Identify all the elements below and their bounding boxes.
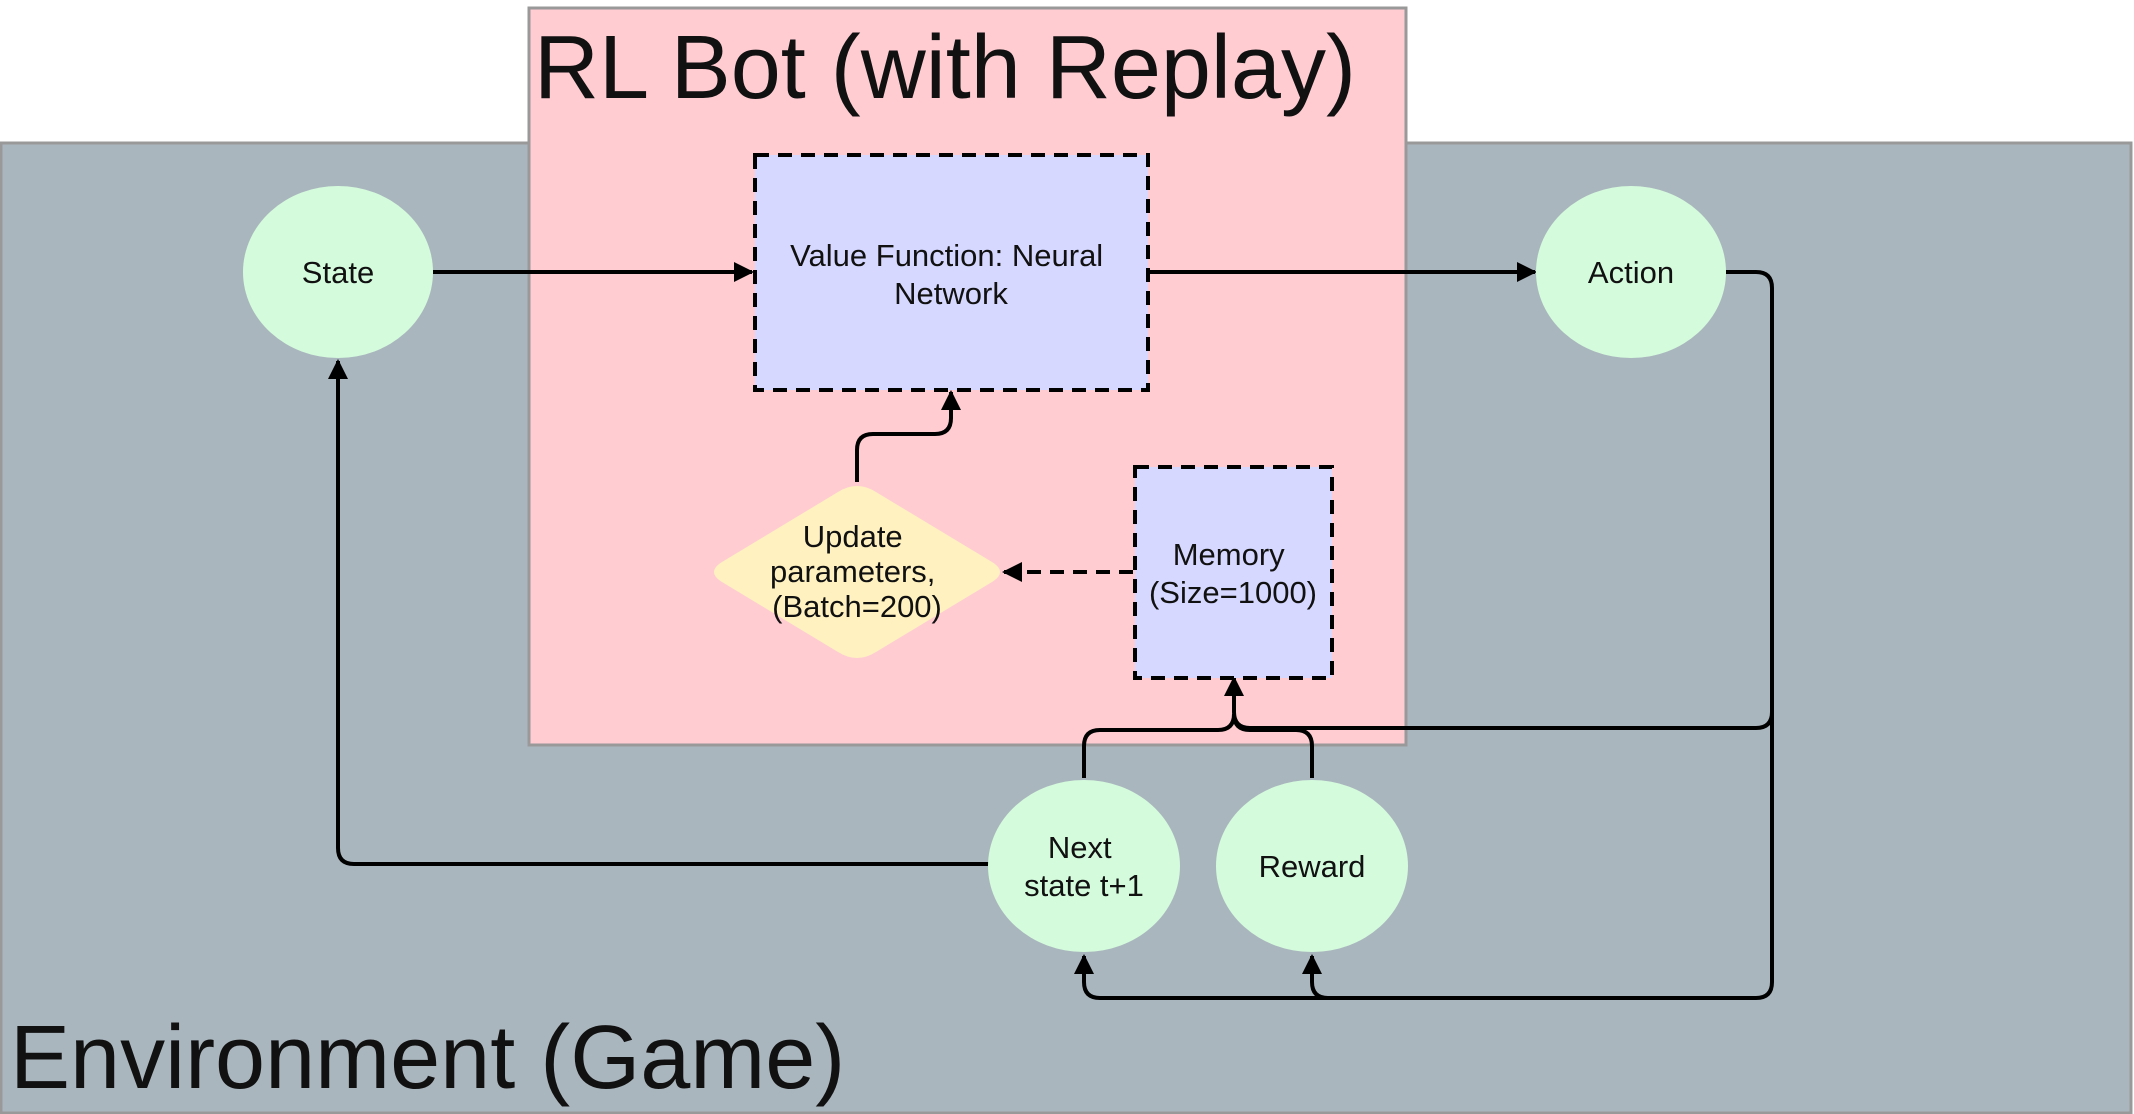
- action-ellipse: [1536, 186, 1726, 358]
- action-node: Action: [1536, 186, 1726, 358]
- reward-label: Reward: [1259, 849, 1366, 884]
- update-parameters-node: Update parameters, (Batch=200): [714, 486, 1000, 658]
- value-function-node: Value Function: Neural Network: [753, 153, 1150, 392]
- next-state-node: Next state t+1: [988, 780, 1180, 952]
- environment-label: Environment (Game): [10, 1008, 845, 1108]
- state-node: State: [243, 186, 433, 358]
- edges: [328, 262, 1774, 1000]
- memory-label: Memory (Size=1000): [1149, 537, 1317, 610]
- value-function-label: Value Function: Neural Network: [790, 238, 1112, 311]
- state-ellipse: [243, 186, 433, 358]
- update-parameters-label: Update parameters, (Batch=200): [770, 519, 944, 624]
- reward-ellipse: [1216, 780, 1408, 952]
- edge-next-state-to-state: [328, 359, 990, 866]
- next-state-label: Next state t+1: [1024, 830, 1144, 903]
- edge-action-to-environment: [1074, 270, 1774, 1000]
- next-state-ellipse: [988, 780, 1180, 952]
- edge-next-state-to-memory: [1082, 713, 1236, 778]
- value-function-box: [753, 153, 1150, 392]
- edge-reward-to-memory: [1232, 713, 1314, 778]
- reward-node: Reward: [1216, 780, 1408, 952]
- edge-update-to-value-function: [855, 390, 961, 482]
- bot-label: RL Bot (with Replay): [534, 18, 1356, 118]
- memory-node: Memory (Size=1000): [1133, 465, 1334, 680]
- update-parameters-diamond: [714, 486, 1000, 658]
- edge-action-to-reward: [1302, 954, 1329, 1000]
- action-label: Action: [1588, 255, 1674, 290]
- state-label: State: [302, 255, 374, 290]
- memory-box: [1133, 465, 1334, 680]
